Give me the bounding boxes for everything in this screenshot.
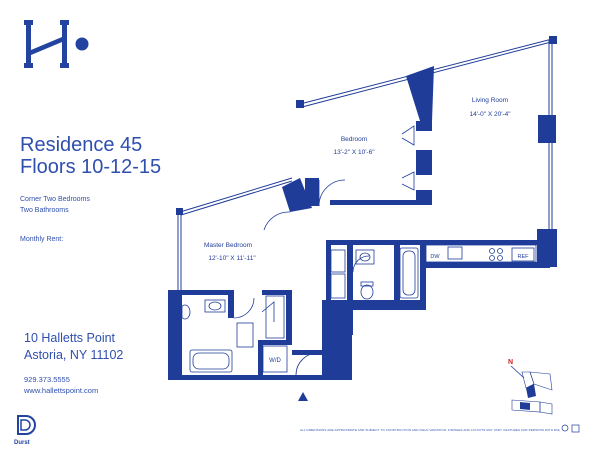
- layout-bathrooms: Two Bathrooms: [20, 207, 69, 214]
- washer-dryer: [262, 345, 288, 373]
- walls: [168, 36, 557, 380]
- floors-label: Floors 10-12-15: [20, 156, 162, 178]
- accessibility-icons: [561, 424, 580, 433]
- master-door: [263, 211, 291, 231]
- durst-logo: [17, 415, 36, 435]
- address-line1: 10 Halletts Point: [24, 331, 116, 345]
- master-tub: [189, 349, 233, 373]
- website-link[interactable]: www.hallettspoint.com: [24, 386, 99, 395]
- residence-title: Residence 45: [20, 134, 143, 156]
- master-bedroom-name: Master Bedroom: [204, 242, 252, 249]
- kitchen-counter: [425, 244, 537, 263]
- monthly-rent-label: Monthly Rent:: [20, 236, 64, 243]
- living-room-name: Living Room: [472, 97, 508, 104]
- key-plan: N: [508, 359, 553, 415]
- window-wall-master: [179, 177, 293, 213]
- address-line2: Astoria, NY 11102: [24, 348, 124, 362]
- compass-north-label: N: [508, 359, 513, 366]
- halletts-point-logo: [24, 20, 89, 68]
- durst-brand-label: Durst: [14, 440, 30, 446]
- equal-housing-icon: [571, 424, 580, 433]
- living-room-dims: 14'-0" X 20'-4": [469, 111, 511, 118]
- dishwasher-label: DW: [430, 254, 440, 260]
- bedroom-dims: 13'-2" X 10'-6": [333, 149, 375, 156]
- bath1-door: [233, 297, 255, 319]
- layout-bedrooms: Corner Two Bedrooms: [20, 196, 90, 203]
- bath2-tub: [399, 247, 419, 299]
- entry-door: [295, 352, 319, 376]
- refrigerator-label: REF: [518, 254, 530, 260]
- bath2-door: [352, 255, 370, 273]
- phone-number[interactable]: 929.373.5555: [24, 375, 70, 384]
- entry-arrow-icon: [298, 392, 308, 401]
- bedroom-name: Bedroom: [341, 136, 367, 143]
- master-bedroom-dims: 12'-10" X 11'-11": [208, 255, 256, 262]
- washer-dryer-label: W/D: [269, 358, 281, 364]
- legal-disclaimer: ALL DIMENSIONS ARE APPROXIMATE AND SUBJE…: [300, 428, 560, 432]
- wheelchair-icon: [561, 424, 569, 432]
